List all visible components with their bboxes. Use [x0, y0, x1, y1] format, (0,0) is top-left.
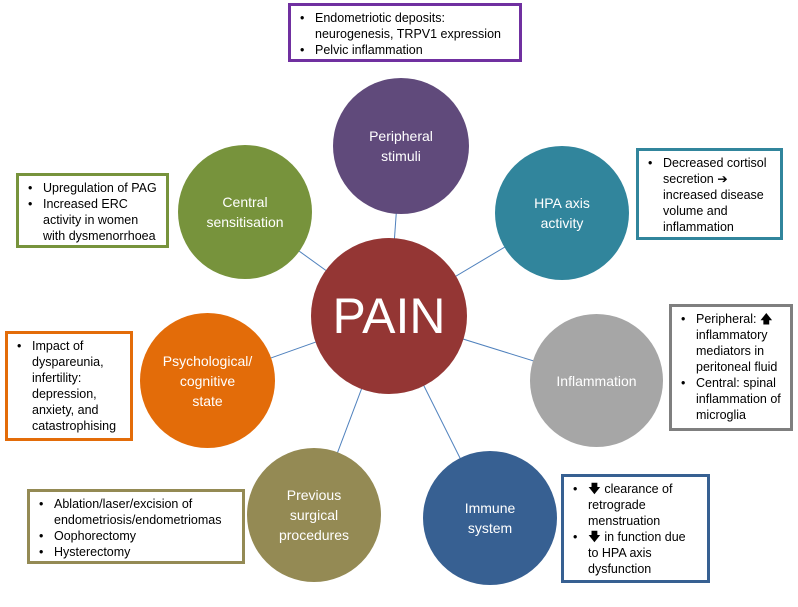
- central-sensitisation-node: Central sensitisation: [178, 145, 312, 279]
- immune-system-box: 🡇 clearance of retrograde menstruation 🡇…: [561, 474, 710, 583]
- inflammation-box: Peripheral: 🡅 inflammatory mediators in …: [669, 304, 793, 431]
- previous-surgical-procedures-list: Ablation/laser/excision of endometriosis…: [38, 496, 234, 560]
- central-sensitisation-label: Central sensitisation: [206, 194, 284, 230]
- list-item: Oophorectomy: [38, 528, 234, 544]
- previous-surgical-procedures-node: Previous surgical procedures: [247, 448, 381, 582]
- list-item: Endometriotic deposits: neurogenesis, TR…: [299, 10, 511, 42]
- list-item: Hysterectomy: [38, 544, 234, 560]
- hpa-axis-label: HPA axis activity: [534, 195, 590, 231]
- peripheral-stimuli-node: Peripheral stimuli: [333, 78, 469, 214]
- central-sensitisation-box: Upregulation of PAG Increased ERC activi…: [16, 173, 169, 248]
- hpa-axis-box: Decreased cortisol secretion ➔ increased…: [636, 148, 783, 240]
- list-item: Decreased cortisol secretion ➔ increased…: [647, 155, 772, 235]
- immune-system-node: Immune system: [423, 451, 557, 585]
- inflammation-label: Inflammation: [556, 372, 637, 389]
- peripheral-stimuli-box: Endometriotic deposits: neurogenesis, TR…: [288, 3, 522, 62]
- list-item: Increased ERC activity in women with dys…: [27, 196, 158, 244]
- peripheral-stimuli-list: Endometriotic deposits: neurogenesis, TR…: [299, 10, 511, 58]
- hpa-axis-list: Decreased cortisol secretion ➔ increased…: [647, 155, 772, 235]
- list-item: Impact of dyspareunia, infertility: depr…: [16, 338, 122, 434]
- list-item: 🡇 clearance of retrograde menstruation: [572, 481, 699, 529]
- inflammation-list: Peripheral: 🡅 inflammatory mediators in …: [680, 311, 782, 423]
- psychological-cognitive-state-label: Psychological/ cognitive state: [162, 352, 253, 409]
- previous-surgical-procedures-label: Previous surgical procedures: [278, 487, 350, 543]
- previous-surgical-procedures-box: Ablation/laser/excision of endometriosis…: [27, 489, 245, 564]
- list-item: Upregulation of PAG: [27, 180, 158, 196]
- list-item: Ablation/laser/excision of endometriosis…: [38, 496, 234, 528]
- immune-system-list: 🡇 clearance of retrograde menstruation 🡇…: [572, 481, 699, 577]
- psychological-cognitive-state-node: Psychological/ cognitive state: [140, 313, 275, 448]
- central-sensitisation-list: Upregulation of PAG Increased ERC activi…: [27, 180, 158, 244]
- psychological-cognitive-state-box: Impact of dyspareunia, infertility: depr…: [5, 331, 133, 441]
- pain-hub: PAIN: [311, 238, 467, 394]
- list-item: 🡇 in function due to HPA axis dysfunctio…: [572, 529, 699, 577]
- list-item: Central: spinal inflammation of microgli…: [680, 375, 782, 423]
- pain-label: PAIN: [332, 288, 446, 344]
- peripheral-stimuli-label: Peripheral stimuli: [369, 128, 433, 164]
- inflammation-node: Inflammation: [530, 314, 663, 447]
- list-item: Pelvic inflammation: [299, 42, 511, 58]
- list-item: Peripheral: 🡅 inflammatory mediators in …: [680, 311, 782, 375]
- immune-system-label: Immune system: [464, 500, 516, 536]
- psychological-cognitive-state-list: Impact of dyspareunia, infertility: depr…: [16, 338, 122, 434]
- hpa-axis-node: HPA axis activity: [495, 146, 629, 280]
